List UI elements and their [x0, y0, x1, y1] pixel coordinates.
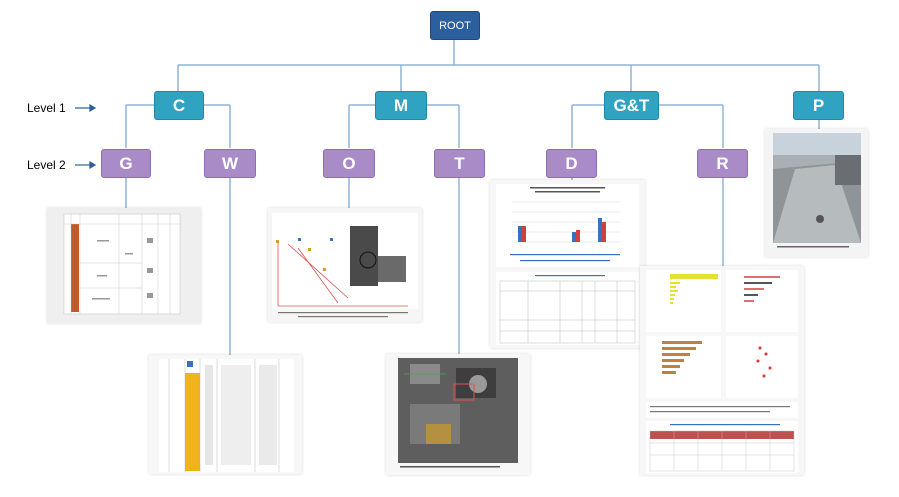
- thumbnail-g-log-table: [47, 208, 201, 323]
- node-w: W: [204, 149, 256, 178]
- node-m: M: [375, 91, 427, 120]
- node-c: C: [154, 91, 204, 120]
- thumbnail-p-photograph: [765, 129, 868, 257]
- thumbnail-w-borehole-log: [149, 355, 302, 474]
- root-node: ROOT: [430, 11, 480, 40]
- node-gt: G&T: [604, 91, 659, 120]
- node-g: G: [101, 149, 151, 178]
- node-o: O: [323, 149, 375, 178]
- node-r: R: [697, 149, 748, 178]
- level-1-label: Level 1: [27, 101, 66, 115]
- thumbnail-d-chart-table: [490, 180, 645, 348]
- thumbnail-o-site-plan: [268, 208, 422, 322]
- thumbnail-t-aerial-image: [386, 354, 530, 475]
- node-d: D: [546, 149, 597, 178]
- node-p: P: [793, 91, 844, 120]
- level-2-label: Level 2: [27, 158, 66, 172]
- thumbnail-r-charts-table: [640, 266, 804, 475]
- node-t: T: [434, 149, 485, 178]
